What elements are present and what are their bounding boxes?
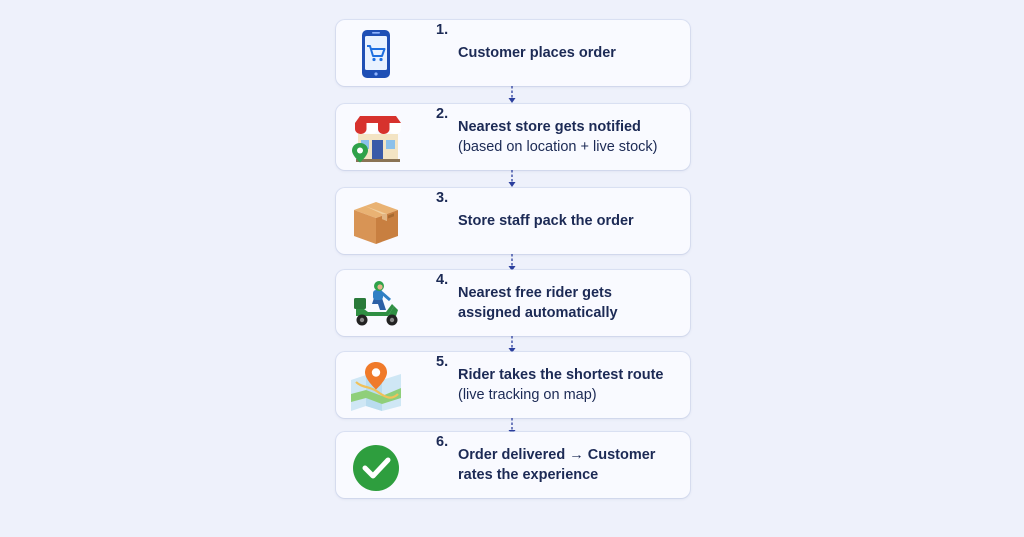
step-number: 3. xyxy=(436,190,449,206)
checkmark-circle-icon xyxy=(348,438,404,494)
step-title: Nearest free rider gets xyxy=(458,285,612,301)
package-box-icon xyxy=(348,194,404,250)
map-pin-icon xyxy=(348,358,404,414)
step-title: Rider takes the shortest route xyxy=(458,367,664,383)
delivery-scooter-icon xyxy=(348,276,404,332)
step-title: Store staff pack the order xyxy=(458,213,634,229)
step-subtitle: assigned automatically xyxy=(458,305,618,321)
dashed-arrow xyxy=(506,254,518,272)
step-6-card: 6. Order delivered → Customer rates the … xyxy=(336,432,690,498)
step-1-card: 1. Customer places order xyxy=(336,20,690,86)
step-5-card: 5. Rider takes the shortest route (live … xyxy=(336,352,690,418)
dashed-arrow xyxy=(506,170,518,188)
step-subtitle: (based on location + live stock) xyxy=(458,139,658,155)
step-subtitle: (live tracking on map) xyxy=(458,387,597,403)
smartphone-cart-icon xyxy=(348,26,404,82)
step-3-card: 3. Store staff pack the order xyxy=(336,188,690,254)
step-title: Customer places order xyxy=(458,45,616,61)
step-title: Nearest store gets notified xyxy=(458,119,641,135)
dashed-arrow xyxy=(506,336,518,354)
step-number: 6. xyxy=(436,434,449,450)
step-subtitle: rates the experience xyxy=(458,467,599,483)
step-title: Order delivered → Customer xyxy=(458,447,656,463)
step-4-card: 4. Nearest free rider gets assigned auto… xyxy=(336,270,690,336)
store-location-icon xyxy=(348,110,404,166)
dashed-arrow xyxy=(506,86,518,104)
step-number: 5. xyxy=(436,354,449,370)
step-number: 1. xyxy=(436,22,449,38)
step-number: 2. xyxy=(436,106,449,122)
step-number: 4. xyxy=(436,272,449,288)
step-2-card: 2. Nearest store gets notified (based on… xyxy=(336,104,690,170)
